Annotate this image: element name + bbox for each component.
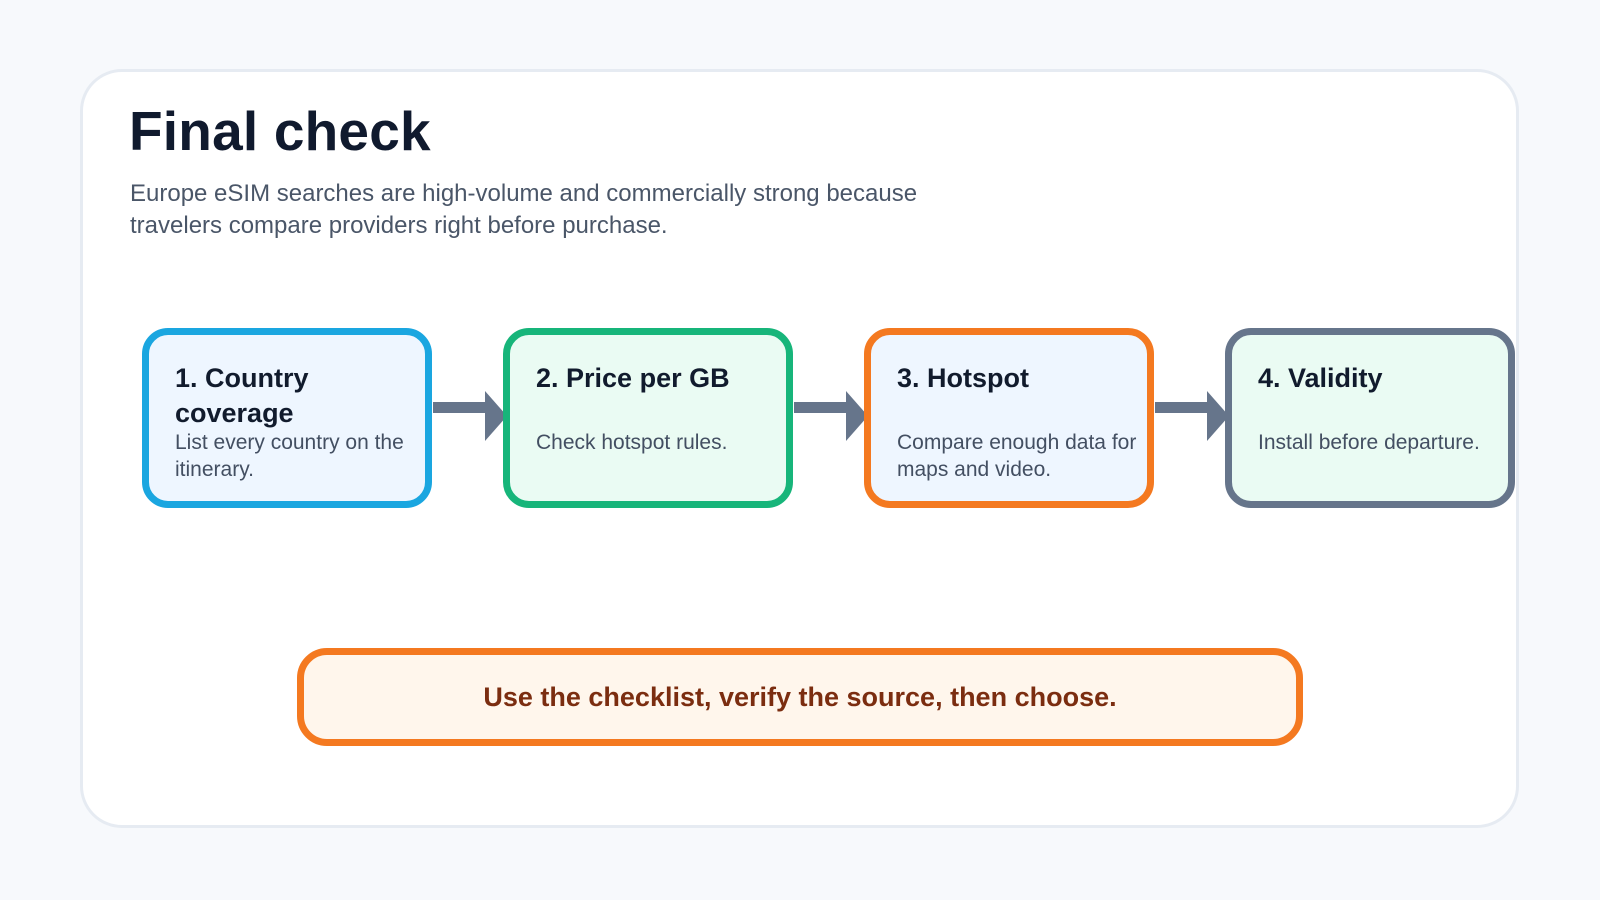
step-description: Check hotspot rules. [536, 431, 728, 454]
step-title: 4. Validity [1258, 363, 1383, 393]
step-country-coverage: 1. Country coverage List every country o… [142, 328, 432, 508]
step-title: 1. Country coverage [175, 363, 309, 428]
connector-line-3-4 [1155, 402, 1215, 413]
step-title: 3. Hotspot [897, 363, 1029, 393]
page-title: Final check [129, 100, 431, 162]
step-title: 2. Price per GB [536, 363, 730, 393]
connector-arrow-2-3 [846, 391, 868, 441]
step-hotspot: 3. Hotspot Compare enough data for maps … [864, 328, 1154, 508]
step-description: List every country on the itinerary. [175, 431, 404, 481]
connector-line-1-2 [433, 402, 493, 413]
connector-line-2-3 [794, 402, 854, 413]
connector-arrow-1-2 [485, 391, 507, 441]
connector-arrow-3-4 [1207, 391, 1229, 441]
step-description: Compare enough data for maps and video. [897, 431, 1137, 481]
step-price-per-gb: 2. Price per GB Check hotspot rules. [503, 328, 793, 508]
callout-text: Use the checklist, verify the source, th… [483, 681, 1117, 712]
page-subtitle: Europe eSIM searches are high-volume and… [130, 180, 918, 239]
summary-callout: Use the checklist, verify the source, th… [297, 648, 1303, 746]
step-description: Install before departure. [1258, 431, 1480, 454]
step-validity: 4. Validity Install before departure. [1225, 328, 1515, 508]
